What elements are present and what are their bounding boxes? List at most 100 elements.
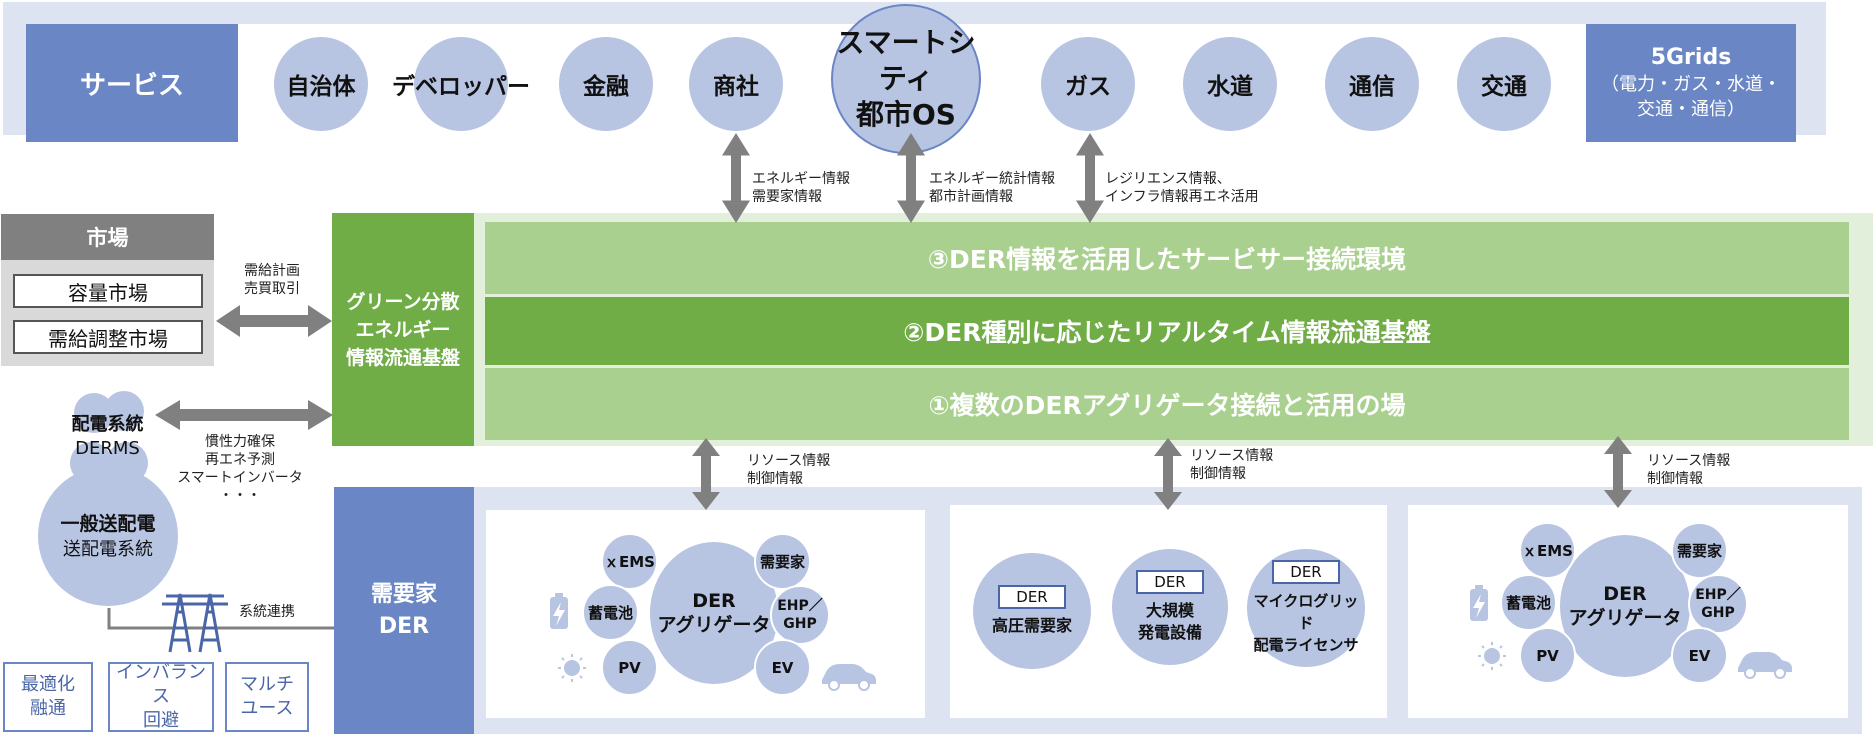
resource-label-3-line2: 制御情報	[1647, 471, 1703, 487]
smart-city-line1: スマートシティ	[836, 26, 976, 95]
grid-link-label: 系統連携	[239, 604, 295, 620]
aggregator-1-line2: アグリゲータ	[657, 614, 771, 636]
large-generation-line2: 発電設備	[1137, 623, 1202, 642]
large-generation-tag: DER	[1136, 570, 1204, 594]
aggregator-2: DER アグリゲータ	[1560, 535, 1690, 677]
car-icon	[822, 664, 876, 691]
arrow-gas-platform	[1076, 133, 1104, 223]
sector-trading: 商社	[689, 37, 783, 131]
xems-1: ｘEMS	[601, 533, 658, 590]
consumer-1: 需要家	[754, 533, 811, 590]
arrow-platform-der-2	[1154, 438, 1182, 510]
derms-label: 配電系統 DERMS	[50, 410, 165, 464]
large-generation: DER 大規模 発電設備	[1112, 549, 1228, 665]
sector-gas: ガス	[1041, 37, 1135, 131]
hv-consumer-label: 高圧需要家	[991, 616, 1072, 635]
ehp-2-line2: GHP	[1701, 605, 1735, 621]
hv-consumer-tag: DER	[998, 585, 1066, 609]
resource-label-1-line2: 制御情報	[747, 471, 803, 487]
market-capacity: 容量市場	[13, 274, 203, 308]
xems-2: ｘEMS	[1519, 522, 1576, 579]
grid-arrow-line1: 慣性力確保	[205, 434, 275, 450]
smart-city-line2: 都市OS	[856, 98, 956, 131]
use-box-imbalance: インバランス 回避	[108, 662, 214, 732]
tso-label-line2: 送配電系統	[63, 539, 153, 560]
sector-finance: 金融	[559, 37, 653, 131]
sun-icon	[558, 654, 586, 682]
pv-1: PV	[601, 639, 658, 696]
hv-consumer: DER 高圧需要家	[973, 553, 1091, 669]
flow-label-energy-line2: 需要家情報	[752, 189, 822, 205]
consumer-2: 需要家	[1671, 522, 1728, 579]
platform-label-line1: グリーン分散	[346, 290, 460, 313]
flow-label-energy: エネルギー情報 需要家情報	[752, 170, 902, 206]
sector-water: 水道	[1183, 37, 1277, 131]
sector-telecom: 通信	[1325, 37, 1419, 131]
sector-developer	[414, 37, 508, 131]
flow-label-resilience-line1: レジリエンス情報、	[1105, 171, 1231, 187]
smart-city-os: スマートシティ 都市OS	[831, 4, 981, 154]
band-aggregator: ①複数のDERアグリゲータ接続と活用の場	[485, 368, 1849, 440]
ev-2: EV	[1671, 627, 1728, 684]
use-box-multiuse: マルチ ユース	[225, 662, 309, 732]
car-icon-2	[1738, 652, 1792, 679]
flow-label-resilience-line2: インフラ情報再エネ活用	[1105, 189, 1259, 205]
grid-arrow-label: 慣性力確保 再エネ予測 スマートインバータ ・・・	[170, 433, 310, 505]
market-arrow-label: 需給計画 売買取引	[232, 262, 312, 298]
grid-arrow-line3: スマートインバータ	[177, 470, 303, 486]
large-generation-line1: 大規模	[1145, 601, 1194, 620]
market-arrow-line2: 売買取引	[244, 281, 300, 297]
tso-label-line1: 一般送配電	[60, 513, 156, 535]
ehp-1-line2: GHP	[783, 616, 817, 632]
sector-municipality: 自治体	[274, 37, 368, 131]
derms-label-line1: 配電系統	[71, 414, 144, 435]
sector-developer-label: デベロッパー	[392, 74, 530, 100]
flow-label-urban-line1: エネルギー統計情報	[929, 171, 1055, 187]
microgrid-line1: マイクログリッド	[1253, 592, 1359, 632]
derms-cloud-2	[104, 391, 144, 431]
arrow-cityos-platform	[897, 133, 925, 223]
sun-icon-2	[1478, 642, 1506, 670]
pv-2: PV	[1519, 627, 1576, 684]
use-box-multiuse-line1: マルチ	[240, 674, 294, 695]
flow-label-urban: エネルギー統計情報 都市計画情報	[929, 170, 1089, 206]
five-grids-line2: 交通・通信）	[1637, 99, 1745, 120]
grid-arrow-line4: ・・・	[219, 488, 261, 504]
use-box-optimize-line1: 最適化	[21, 674, 75, 695]
aggregator-1-line1: DER	[692, 590, 736, 612]
transmission-tower-icon	[162, 593, 228, 653]
five-grids-line1: （電力・ガス・水道・	[1601, 74, 1781, 95]
use-box-imbalance-line1: インバランス	[116, 662, 206, 707]
resource-label-3: リソース情報 制御情報	[1647, 452, 1757, 488]
aggregator-2-line2: アグリゲータ	[1568, 607, 1682, 629]
arrow-platform-der-3	[1604, 436, 1632, 508]
battery-2: 蓄電池	[1500, 574, 1557, 631]
sector-transport: 交通	[1457, 37, 1551, 131]
microgrid: DER マイクログリッド 配電ライセンサ	[1247, 549, 1365, 667]
resource-label-3-line1: リソース情報	[1647, 453, 1731, 469]
use-box-multiuse-line2: ユース	[240, 698, 294, 719]
arrow-market-platform	[216, 305, 332, 337]
resource-label-1-line1: リソース情報	[747, 453, 831, 469]
platform-label-line2: エネルギー	[355, 318, 451, 341]
tso-label: 一般送配電 送配電系統	[38, 505, 178, 569]
der-label-line1: 需要家	[370, 581, 437, 607]
battery-1: 蓄電池	[582, 584, 639, 641]
arrow-trading-platform	[722, 133, 750, 223]
use-box-optimize: 最適化 融通	[3, 662, 93, 732]
resource-label-1: リソース情報 制御情報	[747, 452, 857, 488]
flow-label-resilience: レジリエンス情報、 インフラ情報再エネ活用	[1105, 170, 1295, 206]
tso-circle	[38, 466, 178, 606]
microgrid-line2: 配電ライセンサ	[1253, 636, 1359, 654]
market-balancing: 需給調整市場	[13, 320, 203, 354]
use-box-imbalance-line2: 回避	[143, 710, 179, 731]
resource-label-2-line2: 制御情報	[1190, 466, 1246, 482]
ehp-1: EHP／ GHP	[770, 585, 830, 645]
ehp-2: EHP／ GHP	[1688, 574, 1748, 634]
battery-icon	[550, 593, 568, 629]
der-label: 需要家 DER	[334, 487, 474, 734]
arrow-derms-platform	[155, 400, 333, 430]
market-title: 市場	[1, 214, 214, 260]
der-label-line2: DER	[378, 613, 430, 639]
